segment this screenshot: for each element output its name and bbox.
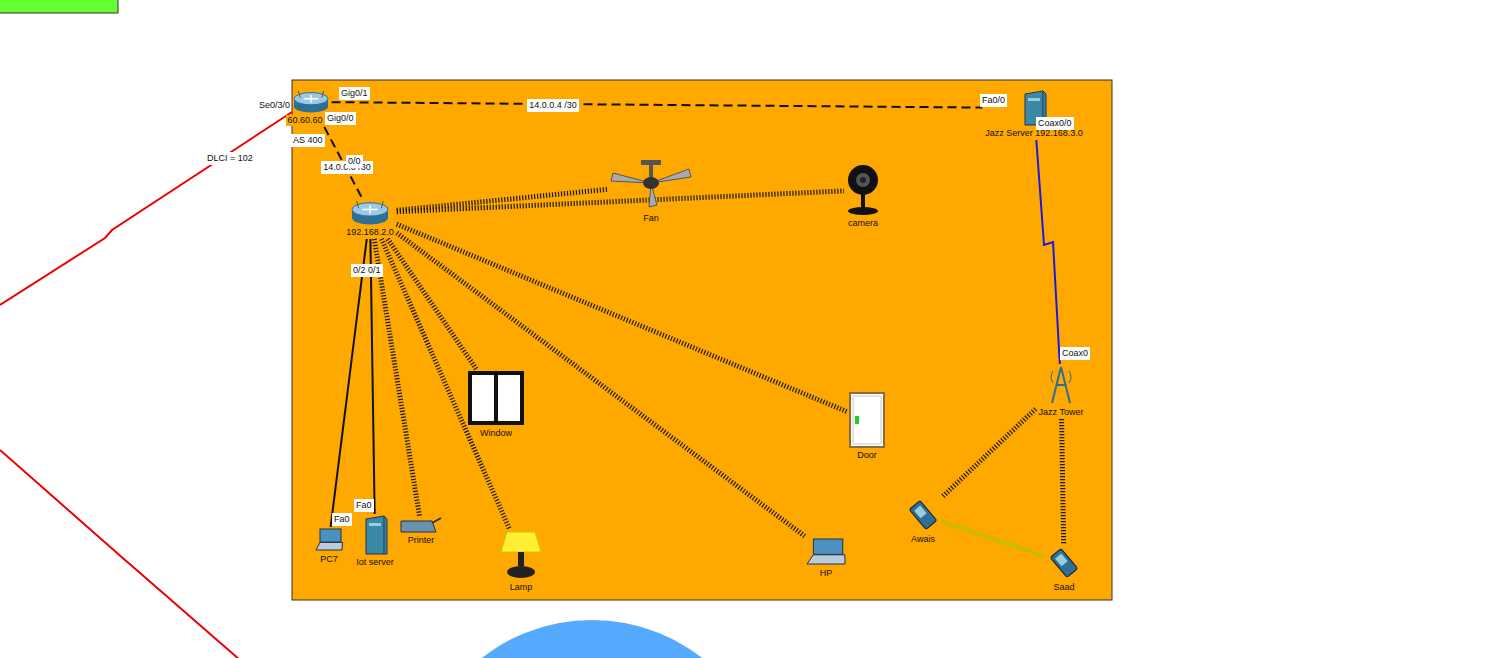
device-label: Printer (407, 535, 436, 546)
device-node: HP (804, 538, 848, 579)
device-node: 192.168.2.0 (344, 201, 396, 238)
port-label: 0/1 (366, 264, 383, 277)
tower-icon (1046, 365, 1076, 405)
phone-icon (906, 498, 940, 532)
port-label: Coax0/0 (1036, 117, 1074, 130)
blue-cloud (417, 620, 767, 658)
green-bar (0, 0, 118, 13)
port-label: Fa0 (354, 499, 374, 512)
port-label: Gig0/1 (339, 87, 370, 100)
link-line (1036, 140, 1059, 364)
link-line (388, 239, 477, 369)
window-icon (467, 370, 525, 426)
link-line (1062, 419, 1064, 545)
device-node: Iot server (354, 515, 396, 568)
router-icon (293, 91, 329, 113)
port-label: Fa0 (332, 513, 352, 526)
fan-icon (609, 159, 693, 211)
port-label: Coax0 (1060, 347, 1090, 360)
port-label: Gig0/0 (325, 112, 356, 125)
link-line (942, 521, 1045, 556)
device-node: Lamp (498, 530, 544, 593)
device-node: Printer (399, 517, 443, 546)
port-label: Fa0/0 (980, 94, 1007, 107)
link-line (381, 239, 509, 529)
phone-icon (1047, 546, 1081, 580)
printer-icon (400, 517, 442, 533)
link-label: 14.0.0.4 /30 (527, 99, 579, 112)
link-line (397, 224, 847, 412)
port-label: Se0/3/0 (257, 99, 292, 112)
device-node: Fan (608, 159, 694, 224)
device-label: Window (479, 428, 513, 439)
serial-link (0, 450, 240, 658)
server-icon (362, 515, 388, 555)
device-label: Iot server (355, 557, 395, 568)
device-label: Jazz Tower (1038, 407, 1085, 418)
device-node: camera (845, 164, 881, 229)
laptop-icon (314, 528, 344, 552)
device-label: 192.168.2.0 (345, 227, 395, 238)
link-line (397, 233, 806, 537)
serial-link (0, 112, 292, 305)
link-line (374, 239, 419, 516)
laptop-icon (805, 538, 847, 566)
link-line (370, 239, 374, 514)
device-node: Door (848, 392, 886, 461)
port-label: AS 400 (291, 134, 325, 147)
device-label: 60.60.60 (286, 115, 323, 126)
port-label: DLCI = 102 (205, 152, 255, 165)
device-label: Lamp (509, 582, 534, 593)
door-icon (849, 392, 885, 448)
device-node: Jazz Tower (1037, 365, 1086, 418)
device-label: Awais (910, 534, 936, 545)
device-label: camera (847, 218, 879, 229)
device-node: PC7 (313, 528, 345, 565)
link-line (397, 191, 844, 212)
lamp-icon (499, 530, 543, 580)
device-label: Saad (1052, 582, 1075, 593)
router-icon (351, 201, 389, 225)
device-node: Saad (1046, 546, 1082, 593)
device-label: Fan (642, 213, 660, 224)
port-label: 0/0 (346, 155, 363, 168)
device-label: PC7 (319, 554, 339, 565)
device-node: Awais (905, 498, 941, 545)
device-label: HP (819, 568, 834, 579)
link-line (942, 409, 1036, 497)
cluster-region (292, 80, 1112, 600)
link-line (332, 102, 983, 107)
device-label: Door (856, 450, 878, 461)
device-node: Window (466, 370, 526, 439)
link-line (331, 239, 367, 527)
camera-icon (846, 164, 880, 216)
